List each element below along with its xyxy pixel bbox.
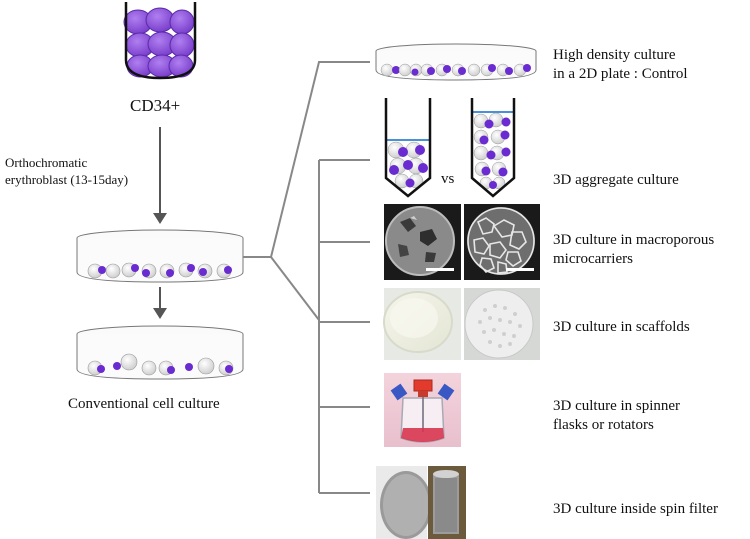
dish-bottom-cells: [87, 353, 234, 376]
scaffold-image-2: [464, 288, 540, 360]
cd34-label: CD34+: [130, 96, 181, 115]
microcarrier-sem-image-1: [384, 204, 461, 280]
dish-top-cells: [87, 262, 232, 279]
spin-filter-image-2: [428, 466, 466, 539]
2d-plate: [375, 43, 537, 81]
conventional-culture-label: Conventional cell culture: [68, 396, 220, 412]
scaffold-image-1: [383, 288, 461, 360]
aggregate-tube-right-cells: [473, 112, 511, 190]
condition-microcarrier-line2: microcarriers: [553, 251, 633, 267]
aggregate-tube-left-cells: [387, 141, 428, 189]
orthochromatic-label-line1: Orthochromatic: [5, 155, 88, 170]
cd34-cells: [123, 7, 195, 78]
culture-dish-bottom: [76, 325, 244, 380]
spinner-flask-image: [384, 373, 461, 447]
orthochromatic-label-line2: erythroblast (13-15day): [5, 172, 129, 187]
2d-plate-cells: [380, 63, 531, 77]
condition-2d-plate-line2: in a 2D plate : Control: [553, 66, 688, 82]
condition-microcarrier-line1: 3D culture in macroporous: [553, 232, 715, 248]
arrow-between-dishes: [153, 287, 167, 319]
condition-spinner-line2: flasks or rotators: [553, 417, 654, 433]
arrow-to-conventional-dish: [153, 127, 167, 224]
aggregate-tube-right: [470, 98, 516, 198]
condition-2d-plate-line1: High density culture: [553, 47, 676, 63]
culture-dish-top: [76, 229, 244, 283]
condition-scaffold-label: 3D culture in scaffolds: [553, 319, 690, 335]
aggregate-tube-left: [384, 98, 432, 198]
microcarrier-sem-image-2: [464, 204, 540, 280]
spin-filter-image-1: [376, 466, 432, 539]
condition-spinner-line1: 3D culture in spinner: [553, 398, 681, 414]
condition-spin-filter-label: 3D culture inside spin filter: [553, 501, 718, 517]
cd34-tube: [123, 2, 197, 80]
condition-aggregate-label: 3D aggregate culture: [553, 172, 679, 188]
branch-connectors: [243, 61, 370, 494]
vs-label: vs: [441, 171, 455, 187]
